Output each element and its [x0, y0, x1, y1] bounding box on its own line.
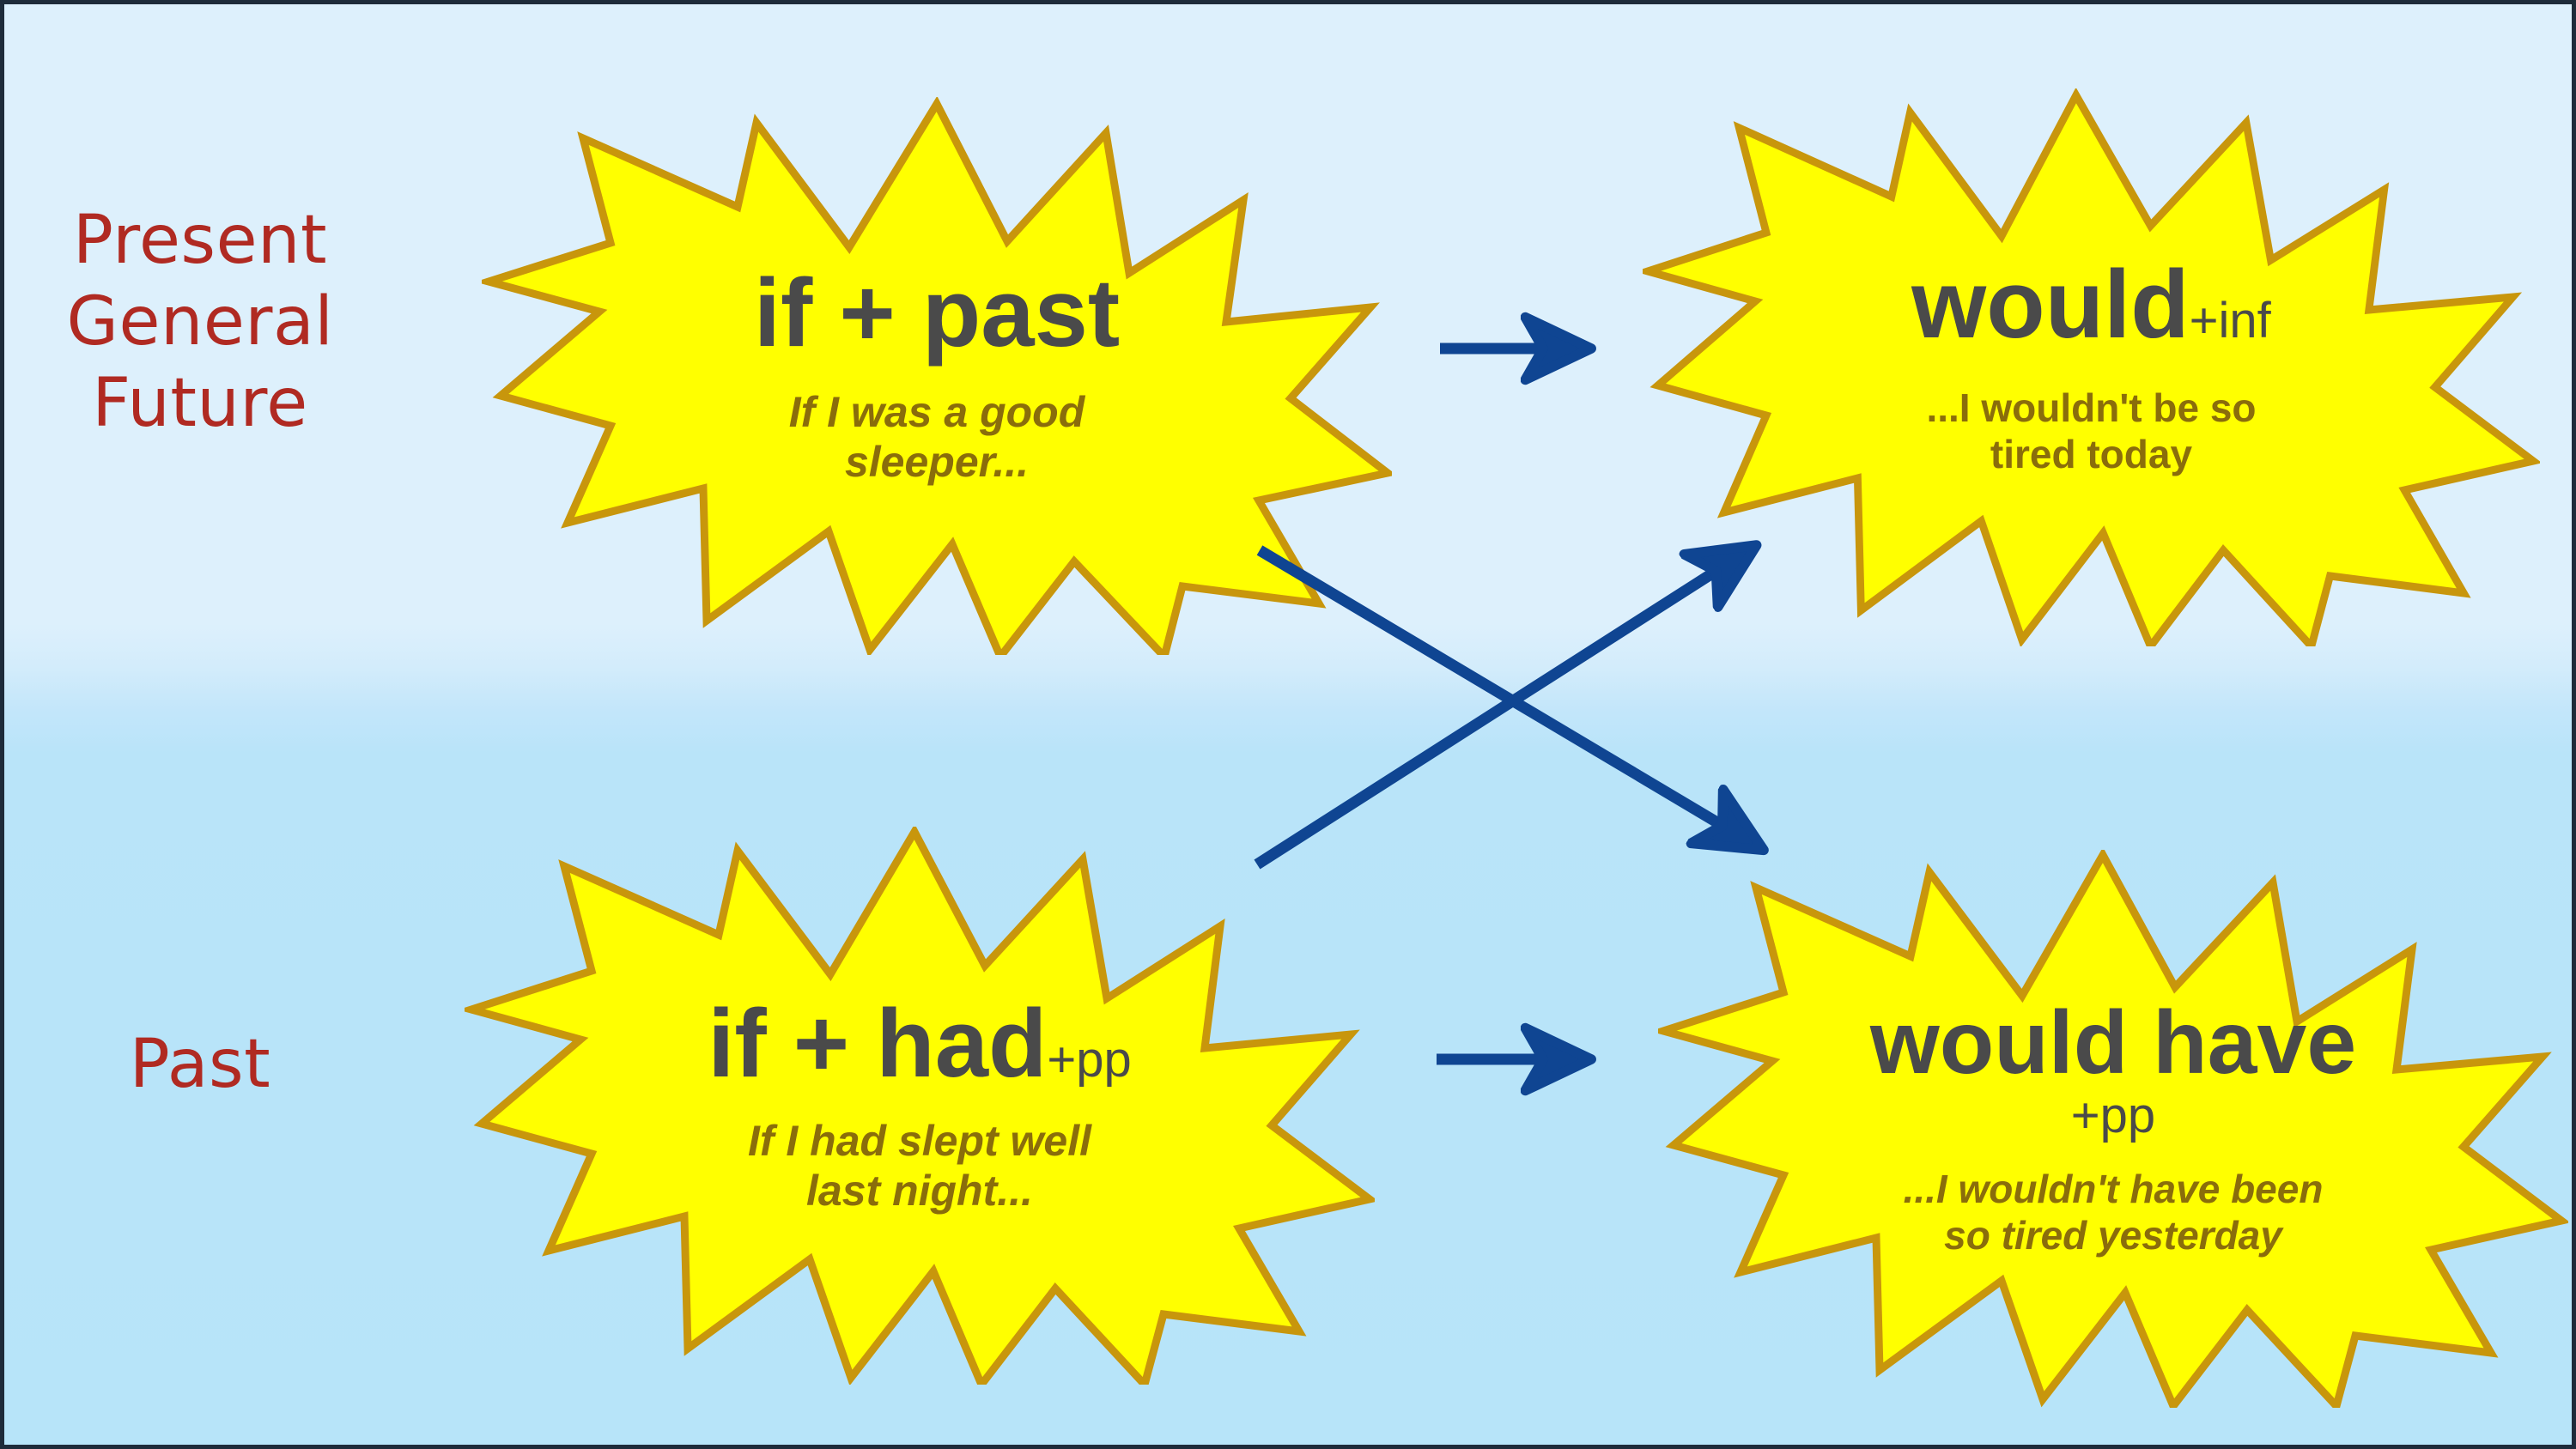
starburst-title: if + past	[753, 258, 1121, 367]
starburst-content: would have +pp ...I wouldn't have been s…	[1785, 998, 2440, 1259]
starburst-would-have: would have +pp ...I wouldn't have been s…	[1658, 850, 2568, 1408]
starburst-shape-icon	[1643, 88, 2540, 646]
starburst-title: if + had	[708, 989, 1048, 1097]
starburst-shape-icon	[482, 97, 1392, 655]
starburst-content: if + past If I was a good sleeper...	[609, 258, 1264, 488]
starburst-suffix: +pp	[1047, 1031, 1132, 1088]
starburst-title-line: would+inf	[1911, 257, 2271, 353]
starburst-subtitle: ...I wouldn't be so tired today	[1926, 385, 2257, 476]
row-label-past: Past	[129, 1026, 271, 1103]
starburst-if-had: if + had+pp If I had slept well last nig…	[465, 827, 1375, 1385]
starburst-content: if + had+pp If I had slept well last nig…	[592, 995, 1247, 1216]
starburst-subtitle: ...I wouldn't have been so tired yesterd…	[1903, 1167, 2324, 1258]
starburst-subtitle: If I was a good sleeper...	[788, 387, 1085, 487]
starburst-suffix: +inf	[2189, 293, 2271, 349]
row-label-present-general-future: Present General Future	[66, 202, 334, 443]
starburst-suffix: +pp	[2070, 1088, 2156, 1144]
starburst-title-line: if + had+pp	[708, 995, 1132, 1092]
starburst-if-past: if + past If I was a good sleeper...	[482, 97, 1392, 655]
starburst-title: would	[1911, 251, 2190, 359]
starburst-would-inf: would+inf ...I wouldn't be so tired toda…	[1643, 88, 2540, 646]
starburst-shape-icon	[1658, 850, 2568, 1408]
starburst-title: would have	[1869, 993, 2357, 1094]
starburst-content: would+inf ...I wouldn't be so tired toda…	[1768, 257, 2414, 478]
starburst-shape-icon	[465, 827, 1375, 1385]
starburst-subtitle: If I had slept well last night...	[747, 1116, 1092, 1216]
